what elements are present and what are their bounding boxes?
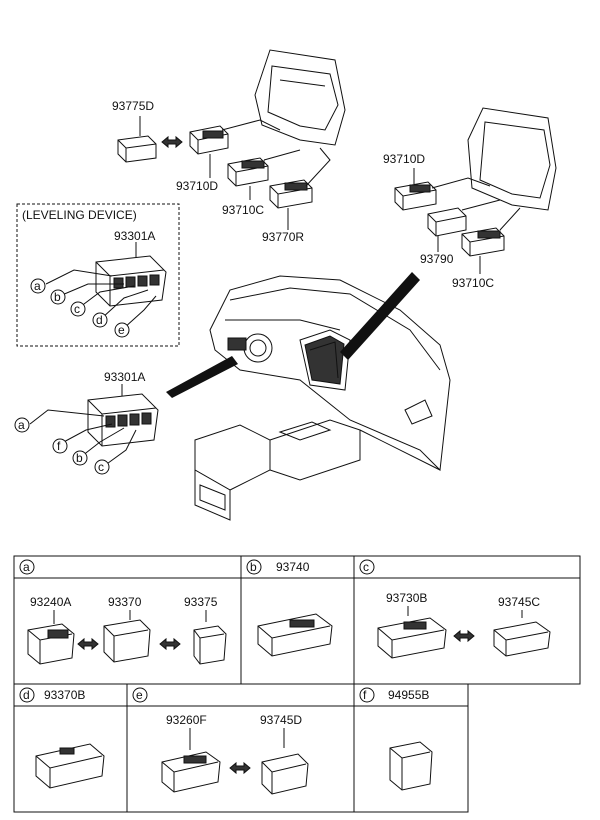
callout-e-leveling: e: [114, 322, 130, 338]
label-93775D: 93775D: [112, 99, 154, 113]
svg-text:b: b: [250, 560, 257, 574]
switch-93710C-a: [227, 157, 269, 187]
pointer-beam-left: [166, 356, 238, 398]
table-cell-f: f 94955B: [359, 687, 433, 791]
label-93745C: 93745C: [498, 595, 540, 609]
label-93740: 93740: [276, 560, 310, 574]
callout-d-leveling: d: [92, 312, 108, 328]
table-cell-d: d 93370B: [19, 687, 105, 789]
svg-text:a: a: [18, 418, 25, 432]
switch-93770R: [269, 179, 313, 209]
switch-93710D-b: [394, 181, 437, 211]
svg-text:e: e: [118, 323, 125, 337]
svg-text:e: e: [136, 688, 143, 702]
table-cell-c: c 93730B 93745C: [359, 559, 551, 659]
label-93710D-b: 93710D: [383, 152, 425, 166]
label-93710D-a: 93710D: [176, 179, 218, 193]
label-93301A-a: 93301A: [114, 229, 155, 243]
svg-text:c: c: [98, 460, 104, 474]
switch-93710C-b: [461, 227, 505, 257]
switch-panel-93301A-b: [87, 393, 159, 447]
callout-a-leveling: a: [30, 278, 46, 294]
label-93745D: 93745D: [260, 713, 302, 727]
callout-c-lower: c: [94, 459, 110, 475]
callout-b-leveling: b: [50, 289, 66, 305]
svg-text:b: b: [54, 290, 61, 304]
table-cell-a: a 93240A 93370 93375: [19, 559, 227, 665]
svg-text:d: d: [96, 313, 103, 327]
label-93710C-a: 93710C: [222, 203, 264, 217]
label-93260F: 93260F: [166, 713, 207, 727]
label-93375: 93375: [184, 595, 218, 609]
label-93370B: 93370B: [44, 688, 85, 702]
dashboard: [194, 275, 451, 521]
label-93790: 93790: [420, 252, 454, 266]
center-fascia-left: [254, 49, 346, 146]
svg-text:a: a: [23, 560, 30, 574]
leveling-device-box: [16, 203, 180, 347]
parts-table: [13, 555, 581, 813]
switch-93710D-a: [189, 125, 229, 155]
table-cell-e: e 93260F 93745D: [132, 687, 309, 795]
svg-text:f: f: [363, 688, 367, 702]
svg-text:a: a: [34, 279, 41, 293]
center-fascia-right: [467, 107, 557, 211]
svg-text:c: c: [74, 302, 80, 316]
label-93370: 93370: [108, 595, 142, 609]
label-94955B: 94955B: [388, 688, 429, 702]
callout-b-lower: b: [72, 450, 88, 466]
svg-text:c: c: [363, 560, 369, 574]
pointer-beam-right: [340, 272, 420, 360]
label-93730B: 93730B: [386, 591, 427, 605]
label-93770R: 93770R: [262, 230, 304, 244]
table-cell-b: b 93740: [246, 559, 333, 657]
svg-text:d: d: [23, 688, 30, 702]
label-93301A-b: 93301A: [104, 370, 145, 384]
callout-c-leveling: c: [70, 301, 86, 317]
callout-f-lower: f: [52, 438, 68, 454]
svg-text:b: b: [76, 451, 83, 465]
switch-panel-93301A-a: [95, 255, 167, 307]
label-93710C-b: 93710C: [452, 276, 494, 290]
double-arrow-icon: [161, 135, 183, 149]
callout-a-lower: a: [14, 417, 30, 433]
switch-93775D: [117, 135, 157, 163]
label-93240A: 93240A: [30, 595, 71, 609]
leveling-device-title: (LEVELING DEVICE): [22, 208, 137, 222]
svg-text:f: f: [57, 439, 61, 453]
switch-93790: [427, 207, 467, 237]
